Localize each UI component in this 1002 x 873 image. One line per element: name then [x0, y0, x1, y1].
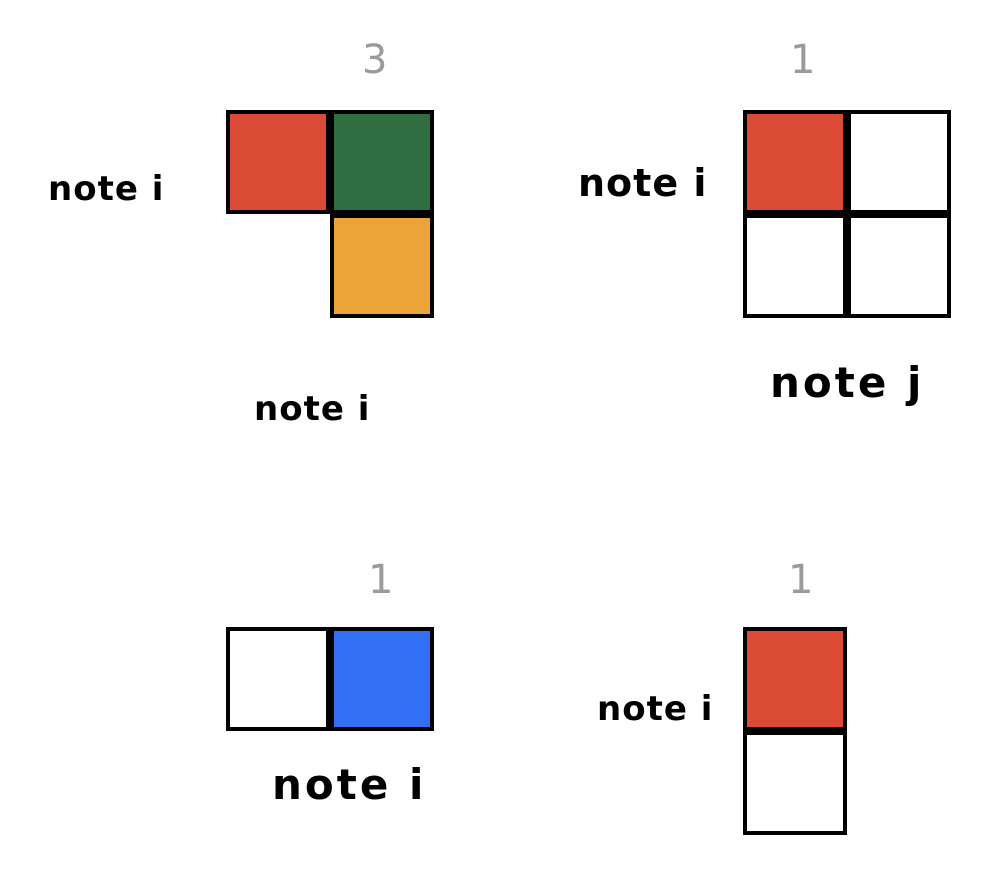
- panel-2-cell-empty: [743, 214, 847, 318]
- panel-1-count: 3: [362, 37, 388, 83]
- panel-3-cell-empty: [226, 627, 330, 731]
- panel-4-cell-empty: [743, 731, 847, 835]
- panel-3-count: 1: [368, 557, 394, 603]
- panel-1-cell-orange: [330, 214, 434, 318]
- panel-4-cell-red: [743, 627, 847, 731]
- panel-2-count: 1: [790, 37, 816, 83]
- panel-2-cell-red: [743, 110, 847, 214]
- panel-2-row-label: note i: [578, 161, 708, 205]
- panel-4-count: 1: [788, 557, 814, 603]
- panel-1-cell-red: [226, 110, 330, 214]
- panel-3-column-label: note i: [272, 760, 427, 809]
- panel-2-cell-empty: [847, 110, 951, 214]
- panel-2-cell-empty: [847, 214, 951, 318]
- panel-1-cell-green: [330, 110, 434, 214]
- panel-1-column-label: note i: [254, 389, 371, 429]
- panel-2-column-label: note j: [770, 358, 925, 407]
- panel-3-cell-blue: [330, 627, 434, 731]
- panel-4-row-label: note i: [597, 689, 714, 729]
- panel-1-row-label: note i: [48, 169, 165, 209]
